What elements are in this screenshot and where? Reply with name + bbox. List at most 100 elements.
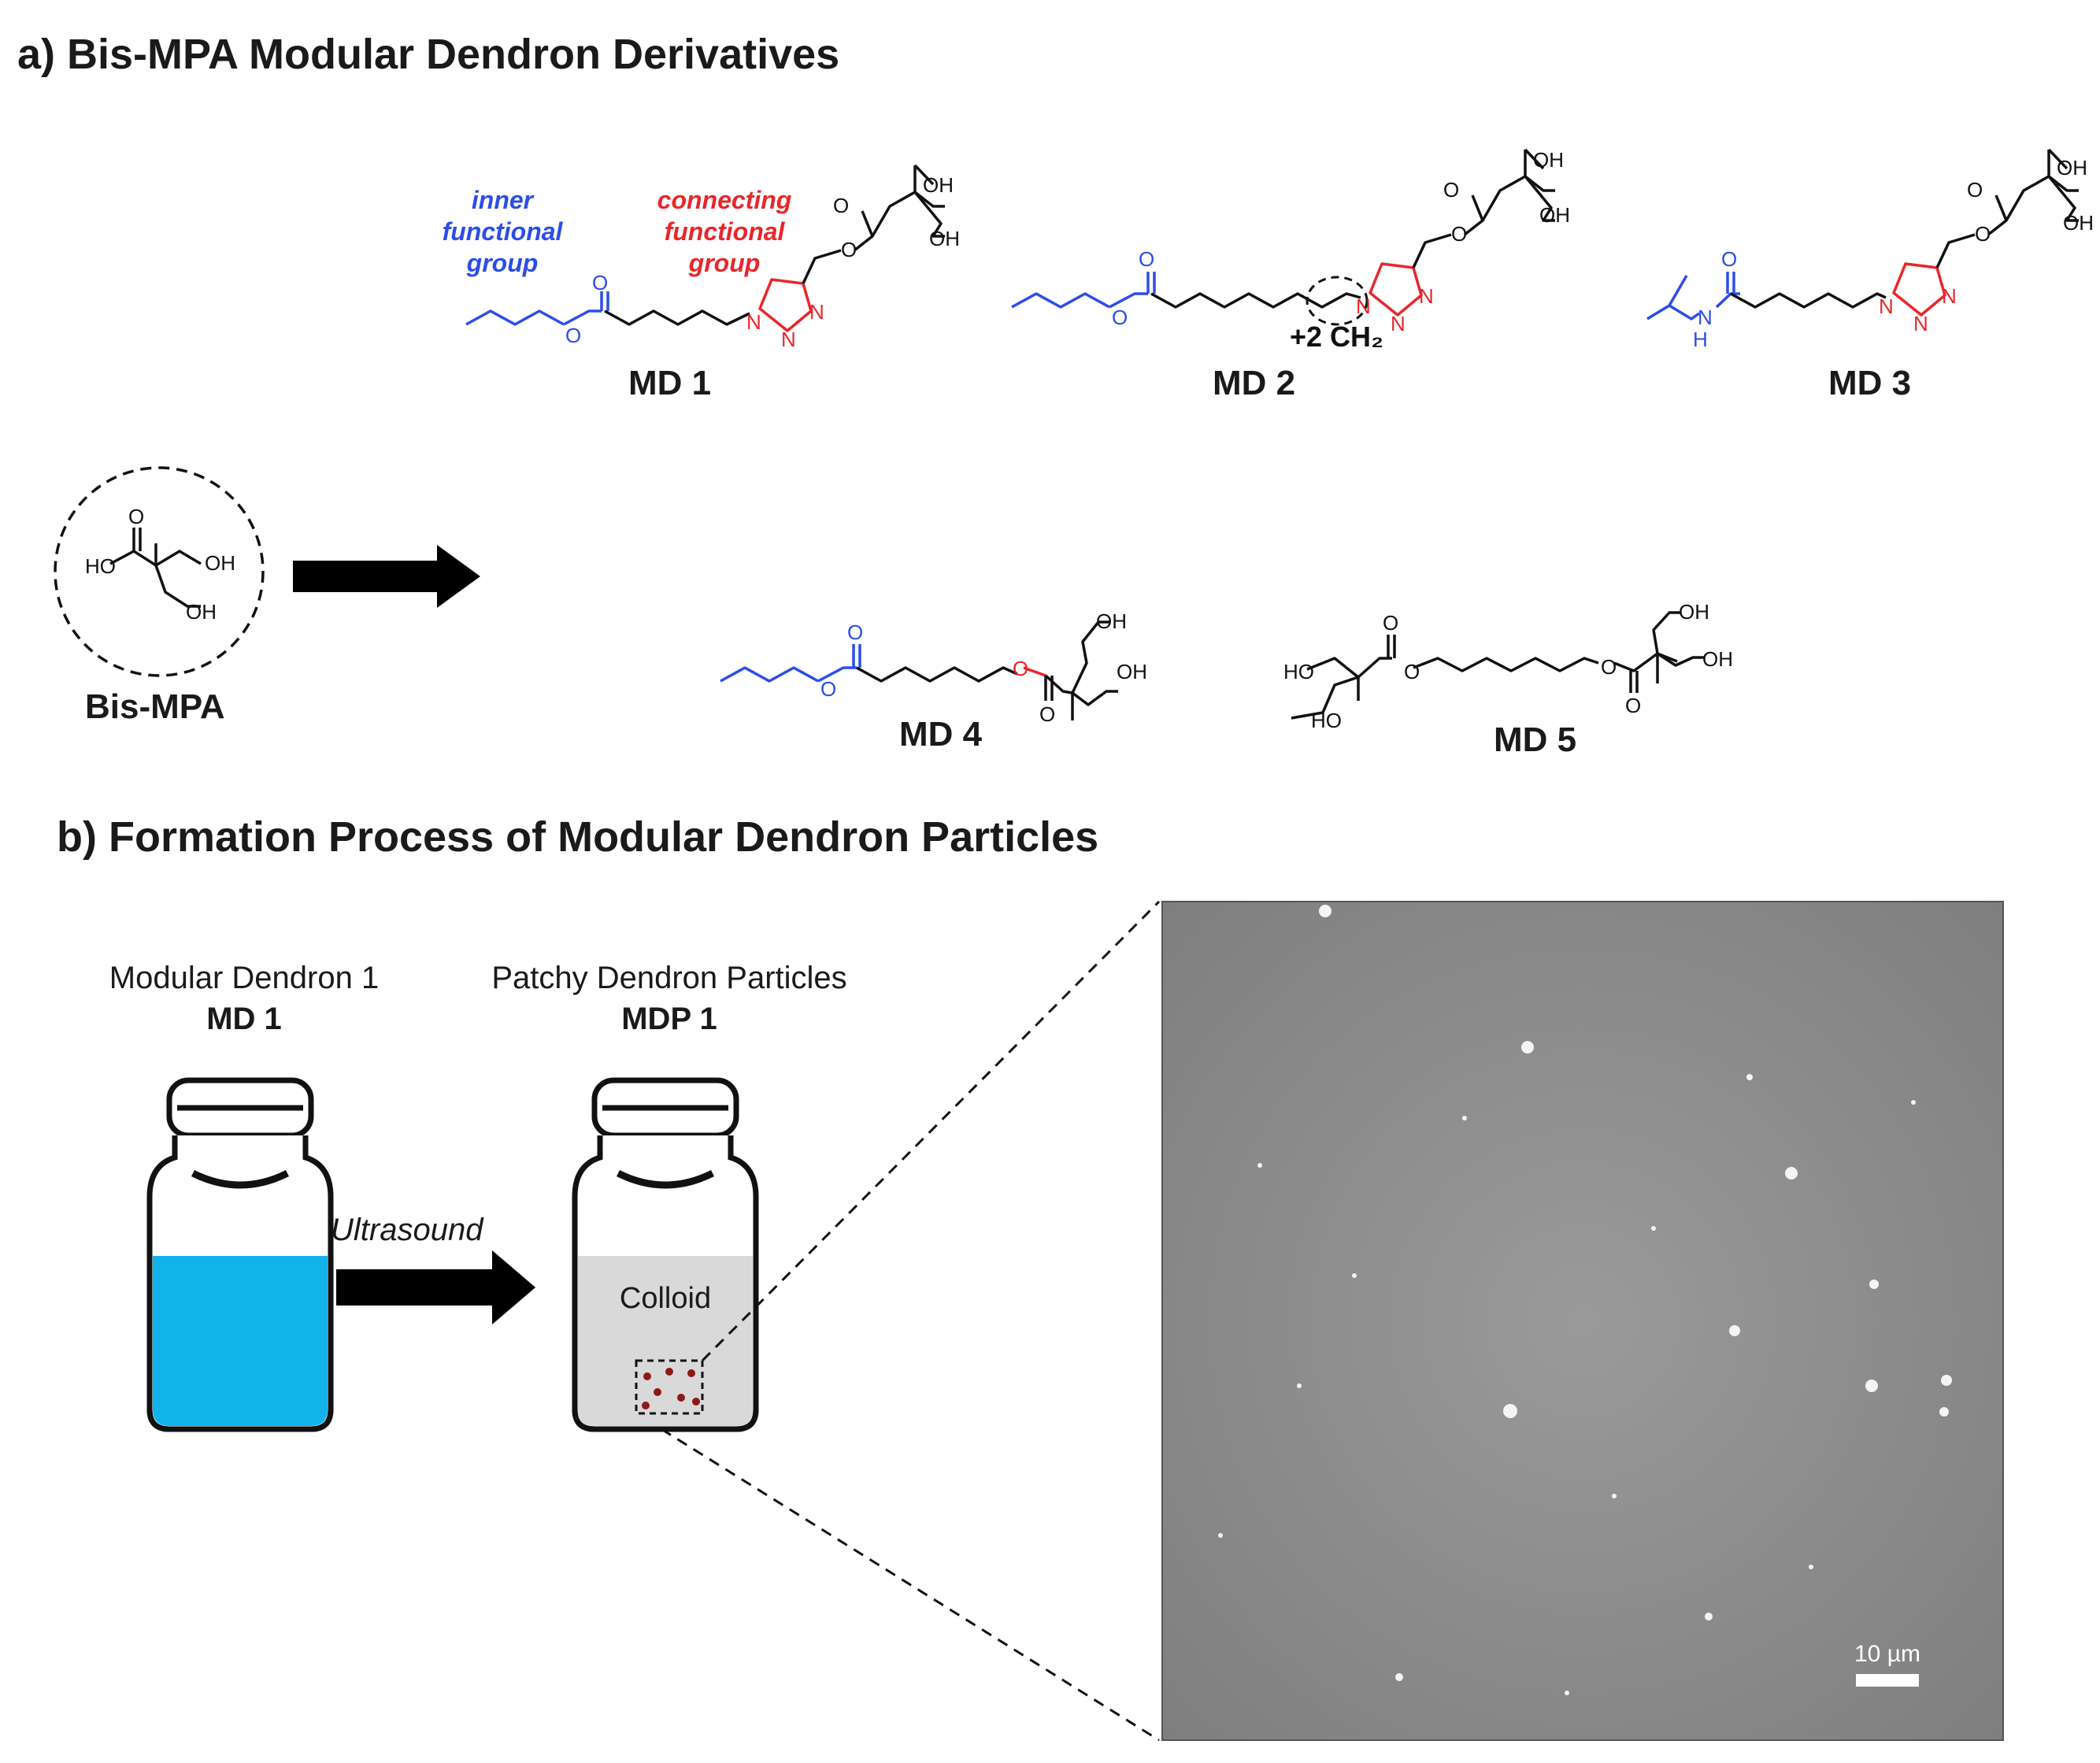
md4-structure xyxy=(720,620,1118,720)
svg-text:N: N xyxy=(1942,284,1957,308)
svg-text:HO: HO xyxy=(1283,660,1314,683)
md5-structure xyxy=(1291,611,1705,720)
zoom-line-top xyxy=(701,900,1161,1362)
md1-atom-oh1: OH xyxy=(923,173,954,197)
md1-label: MD 1 xyxy=(628,364,712,402)
svg-text:O: O xyxy=(847,620,863,644)
particle-dot xyxy=(687,1369,695,1377)
micrograph-particle xyxy=(1395,1673,1403,1681)
particle-dot xyxy=(665,1368,673,1376)
micrograph-particle xyxy=(1319,905,1331,917)
micrograph-particle xyxy=(1869,1280,1879,1289)
ultrasound-arrow xyxy=(336,1250,535,1324)
svg-text:O: O xyxy=(1601,655,1617,679)
svg-text:OH: OH xyxy=(1539,203,1570,227)
micrograph-particle xyxy=(1651,1226,1656,1231)
micrograph-particle xyxy=(1705,1613,1713,1620)
svg-text:N: N xyxy=(1356,294,1371,318)
svg-text:N: N xyxy=(1419,284,1434,308)
micrograph-particle xyxy=(1503,1404,1517,1418)
md1-atom-o2: O xyxy=(565,324,581,347)
svg-text:O: O xyxy=(1013,657,1028,680)
svg-text:O: O xyxy=(1112,306,1128,329)
panel-a-heading: a) Bis-MPA Modular Dendron Derivatives xyxy=(17,31,840,78)
bismpa-label: Bis-MPA xyxy=(85,687,225,726)
bismpa-atoms: O HO OH OH xyxy=(85,505,235,624)
md5-atoms: HO HO O O O O OH OH xyxy=(1283,600,1733,732)
md1-ester xyxy=(563,309,602,326)
molecule-structures: O O N N N O O OH OH O O N N N O O OH OH xyxy=(54,148,2094,732)
micrograph-particle xyxy=(1521,1041,1534,1054)
svg-text:O: O xyxy=(1383,611,1398,635)
particle-dots xyxy=(642,1368,700,1409)
vial2-liquid xyxy=(578,1256,753,1426)
bismpa-dashed-circle xyxy=(54,466,265,677)
micrograph-particle xyxy=(1565,1691,1569,1695)
md3-atoms: O N H N N N O O OH OH xyxy=(1693,156,2094,351)
md1-atom-oh2: OH xyxy=(929,227,960,250)
micrograph-image xyxy=(1161,901,2004,1741)
micrograph-particle xyxy=(1809,1565,1813,1569)
micrograph-particle xyxy=(1462,1116,1467,1120)
svg-text:HO: HO xyxy=(85,554,116,578)
plus-ch2-label: +2 CH₂ xyxy=(1290,320,1383,353)
particle-dot xyxy=(692,1398,700,1406)
connecting-functional-group-label: connecting functional group xyxy=(657,186,792,277)
svg-text:OH: OH xyxy=(1702,647,1733,671)
vial2-caption-line1: Patchy Dendron Particles xyxy=(491,961,847,995)
svg-text:OH: OH xyxy=(205,551,235,575)
micrograph-particle xyxy=(1612,1494,1617,1498)
svg-text:OH: OH xyxy=(2063,211,2094,235)
vial1-liquid xyxy=(153,1256,328,1426)
md1-backbone xyxy=(604,309,750,326)
svg-text:OH: OH xyxy=(1679,600,1709,624)
svg-text:O: O xyxy=(1625,694,1641,717)
md1-atom-n1: N xyxy=(746,310,761,334)
micrograph-particles xyxy=(1218,905,1952,1695)
md2-atoms: O O N N N O O OH OH xyxy=(1112,148,1570,335)
micrograph-particle xyxy=(1941,1375,1952,1386)
svg-text:N: N xyxy=(1698,306,1713,329)
md1-inner-chain xyxy=(465,309,565,326)
svg-text:OH: OH xyxy=(1096,609,1127,633)
svg-text:N: N xyxy=(1879,294,1894,318)
svg-text:OH: OH xyxy=(1117,660,1147,683)
md2-plus-ch2-marker xyxy=(1306,276,1369,326)
reaction-arrow xyxy=(293,545,480,608)
vial1-caption-line2: MD 1 xyxy=(206,1002,282,1036)
md1-triazole xyxy=(758,278,813,332)
zoom-line-bottom xyxy=(661,1428,1160,1742)
micrograph-particle xyxy=(1218,1533,1223,1538)
svg-text:O: O xyxy=(820,677,836,701)
svg-text:HO: HO xyxy=(1311,709,1342,732)
particle-dot xyxy=(677,1394,685,1402)
svg-text:O: O xyxy=(1721,247,1737,271)
md3-label: MD 3 xyxy=(1828,364,1912,402)
bismpa-structure xyxy=(109,528,202,608)
particle-dot xyxy=(642,1402,650,1409)
md1-atom-o1: O xyxy=(592,271,608,294)
svg-text:OH: OH xyxy=(1533,148,1564,172)
vial1-caption-line1: Modular Dendron 1 xyxy=(109,961,380,995)
micrograph-particle xyxy=(1911,1100,1916,1105)
micrograph-particle xyxy=(1746,1074,1753,1080)
scale-bar xyxy=(1856,1674,1919,1687)
micrograph-particle xyxy=(1729,1325,1740,1336)
md5-label: MD 5 xyxy=(1494,720,1577,759)
svg-text:OH: OH xyxy=(186,600,217,624)
svg-text:O: O xyxy=(1451,222,1467,246)
panel-b-heading: b) Formation Process of Modular Dendron … xyxy=(57,813,1099,861)
svg-text:N: N xyxy=(1391,312,1406,335)
svg-text:OH: OH xyxy=(2057,156,2087,180)
vial1-caption: Modular Dendron 1 MD 1 xyxy=(79,957,409,1039)
micrograph-particle xyxy=(1865,1380,1878,1392)
md1-atom-n2: N xyxy=(781,328,796,351)
svg-text:N: N xyxy=(1913,312,1928,335)
scale-bar-label: 10 µm xyxy=(1854,1641,1920,1667)
md4-label: MD 4 xyxy=(899,715,983,754)
md1-atoms: O O N N N O O OH OH xyxy=(565,173,960,351)
md1-bismpa xyxy=(853,191,945,252)
svg-text:O: O xyxy=(1139,247,1154,271)
svg-text:O: O xyxy=(128,505,144,528)
